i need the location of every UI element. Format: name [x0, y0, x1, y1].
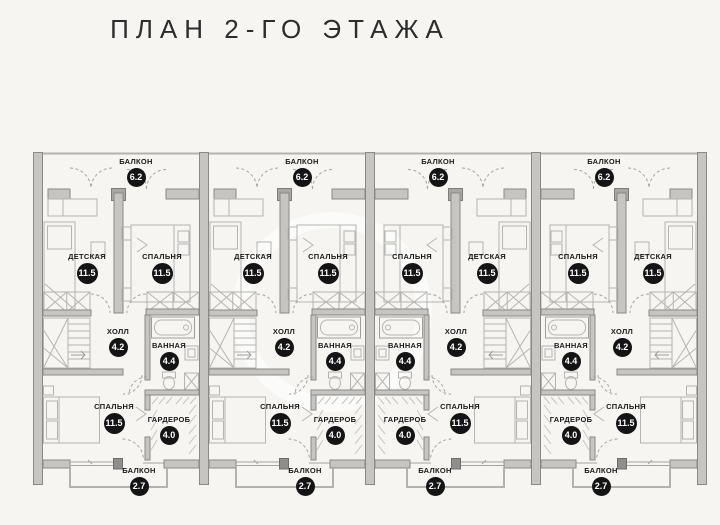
room-label-bedroom-top: СПАЛЬНЯ 11.5: [283, 253, 373, 284]
unit-plan-graphics: [375, 152, 531, 488]
room-area-badge-nursery: 11.5: [642, 262, 664, 284]
room-area-badge-wardrobe: 4.0: [395, 425, 415, 445]
room-name-balcony-top: БАЛКОН: [421, 157, 455, 166]
room-area-badge-balcony-top: 6.2: [292, 167, 312, 187]
townhouse-unit-1: БАЛКОН 6.2 ДЕТСКАЯ 11.5 СПАЛЬНЯ 11.5 ХОЛ…: [43, 152, 199, 502]
room-area-badge-bedroom-bottom: 11.5: [103, 412, 125, 434]
room-label-balcony-top: БАЛКОН 6.2: [559, 157, 649, 187]
room-label-bedroom-bottom: СПАЛЬНЯ 11.5: [235, 403, 325, 434]
room-label-bedroom-top: СПАЛЬНЯ 11.5: [117, 253, 207, 284]
party-wall: [531, 152, 541, 485]
room-label-wardrobe: ГАРДЕРОБ 4.0: [290, 416, 380, 445]
room-label-bedroom-top: СПАЛЬНЯ 11.5: [533, 252, 623, 284]
room-name-balcony-top: БАЛКОН: [119, 157, 153, 166]
room-name-hall: ХОЛЛ: [444, 327, 468, 336]
party-wall: [199, 152, 209, 485]
room-name-bedroom-bottom: СПАЛЬНЯ: [260, 402, 300, 411]
room-area-badge-bedroom-top: 11.5: [317, 262, 339, 284]
room-name-bathroom: ВАННАЯ: [318, 341, 352, 350]
party-wall: [365, 152, 375, 485]
room-label-bedroom-top: СПАЛЬНЯ 11.5: [367, 252, 457, 284]
room-area-badge-wardrobe: 4.0: [325, 425, 345, 445]
room-area-badge-balcony-top: 6.2: [428, 167, 448, 187]
room-area-badge-wardrobe: 4.0: [159, 425, 179, 445]
room-name-balcony-bottom: БАЛКОН: [418, 466, 452, 475]
room-area-badge-bathroom: 4.4: [325, 351, 345, 371]
room-area-badge-balcony-bottom: 2.7: [591, 476, 611, 496]
room-name-bedroom-top: СПАЛЬНЯ: [308, 252, 348, 261]
room-name-nursery: ДЕТСКАЯ: [234, 252, 272, 261]
party-wall: [697, 152, 707, 485]
room-area-badge-nursery: 11.5: [242, 262, 264, 284]
room-name-bedroom-top: СПАЛЬНЯ: [558, 252, 598, 261]
room-area-badge-balcony-bottom: 2.7: [295, 476, 315, 496]
room-label-bedroom-bottom: СПАЛЬНЯ 11.5: [69, 403, 159, 434]
room-label-bathroom: ВАННАЯ 4.4: [290, 342, 380, 371]
room-name-balcony-top: БАЛКОН: [285, 157, 319, 166]
room-name-bedroom-top: СПАЛЬНЯ: [392, 252, 432, 261]
room-area-badge-hall: 4.2: [108, 337, 128, 357]
room-area-badge-bedroom-bottom: 11.5: [615, 412, 637, 434]
room-label-balcony-bottom: БАЛКОН 2.7: [260, 467, 350, 496]
room-area-badge-bathroom: 4.4: [395, 351, 415, 371]
room-area-badge-nursery: 11.5: [76, 262, 98, 284]
unit-plan-graphics: [43, 152, 199, 488]
room-label-balcony-bottom: БАЛКОН 2.7: [94, 467, 184, 496]
room-name-bedroom-bottom: СПАЛЬНЯ: [440, 402, 480, 411]
room-label-nursery: ДЕТСКАЯ 11.5: [42, 253, 132, 284]
room-label-balcony-top: БАЛКОН 6.2: [257, 158, 347, 187]
room-area-badge-bedroom-top: 11.5: [567, 262, 589, 284]
room-area-badge-bedroom-bottom: 11.5: [449, 412, 471, 434]
room-name-bathroom: ВАННАЯ: [152, 341, 186, 350]
room-area-badge-bedroom-bottom: 11.5: [269, 412, 291, 434]
townhouse-unit-2: БАЛКОН 6.2 ДЕТСКАЯ 11.5 СПАЛЬНЯ 11.5 ХОЛ…: [209, 152, 365, 502]
room-name-bedroom-bottom: СПАЛЬНЯ: [94, 402, 134, 411]
room-label-balcony-bottom: БАЛКОН 2.7: [556, 466, 646, 496]
room-area-badge-nursery: 11.5: [476, 262, 498, 284]
room-label-hall: ХОЛЛ 4.2: [73, 328, 163, 357]
room-area-badge-balcony-top: 6.2: [594, 167, 614, 187]
room-name-balcony-bottom: БАЛКОН: [122, 466, 156, 475]
room-name-balcony-bottom: БАЛКОН: [288, 466, 322, 475]
room-label-balcony-top: БАЛКОН 6.2: [91, 158, 181, 187]
room-label-balcony-top: БАЛКОН 6.2: [393, 157, 483, 187]
room-area-badge-bedroom-top: 11.5: [151, 262, 173, 284]
room-name-wardrobe: ГАРДЕРОБ: [147, 415, 191, 424]
room-area-badge-wardrobe: 4.0: [561, 425, 581, 445]
room-name-hall: ХОЛЛ: [610, 327, 634, 336]
room-area-badge-bedroom-top: 11.5: [401, 262, 423, 284]
room-area-badge-bathroom: 4.4: [561, 351, 581, 371]
townhouse-unit-3: БАЛКОН 6.2 ДЕТСКАЯ 11.5 СПАЛЬНЯ 11.5 ХОЛ…: [375, 152, 531, 502]
room-name-wardrobe: ГАРДЕРОБ: [313, 415, 357, 424]
room-name-hall: ХОЛЛ: [272, 327, 296, 336]
room-label-nursery: ДЕТСКАЯ 11.5: [208, 253, 298, 284]
room-name-hall: ХОЛЛ: [106, 327, 130, 336]
room-label-wardrobe: ГАРДЕРОБ 4.0: [124, 416, 214, 445]
unit-plan-graphics: [209, 152, 365, 488]
room-area-badge-hall: 4.2: [274, 337, 294, 357]
room-area-badge-balcony-bottom: 2.7: [129, 476, 149, 496]
townhouse-unit-4: БАЛКОН 6.2 ДЕТСКАЯ 11.5 СПАЛЬНЯ 11.5 ХОЛ…: [541, 152, 697, 502]
room-label-bathroom: ВАННАЯ 4.4: [124, 342, 214, 371]
unit-plan-graphics: [541, 152, 697, 488]
room-name-balcony-top: БАЛКОН: [587, 157, 621, 166]
room-name-bedroom-bottom: СПАЛЬНЯ: [606, 402, 646, 411]
room-label-hall: ХОЛЛ 4.2: [239, 328, 329, 357]
room-name-balcony-bottom: БАЛКОН: [584, 466, 618, 475]
room-label-balcony-bottom: БАЛКОН 2.7: [390, 466, 480, 496]
party-wall: [33, 152, 43, 485]
room-area-badge-bathroom: 4.4: [159, 351, 179, 371]
page-title: ПЛАН 2-ГО ЭТАЖА: [110, 14, 450, 44]
room-name-nursery: ДЕТСКАЯ: [68, 252, 106, 261]
room-name-bedroom-top: СПАЛЬНЯ: [142, 252, 182, 261]
room-area-badge-balcony-bottom: 2.7: [425, 476, 445, 496]
room-area-badge-balcony-top: 6.2: [126, 167, 146, 187]
